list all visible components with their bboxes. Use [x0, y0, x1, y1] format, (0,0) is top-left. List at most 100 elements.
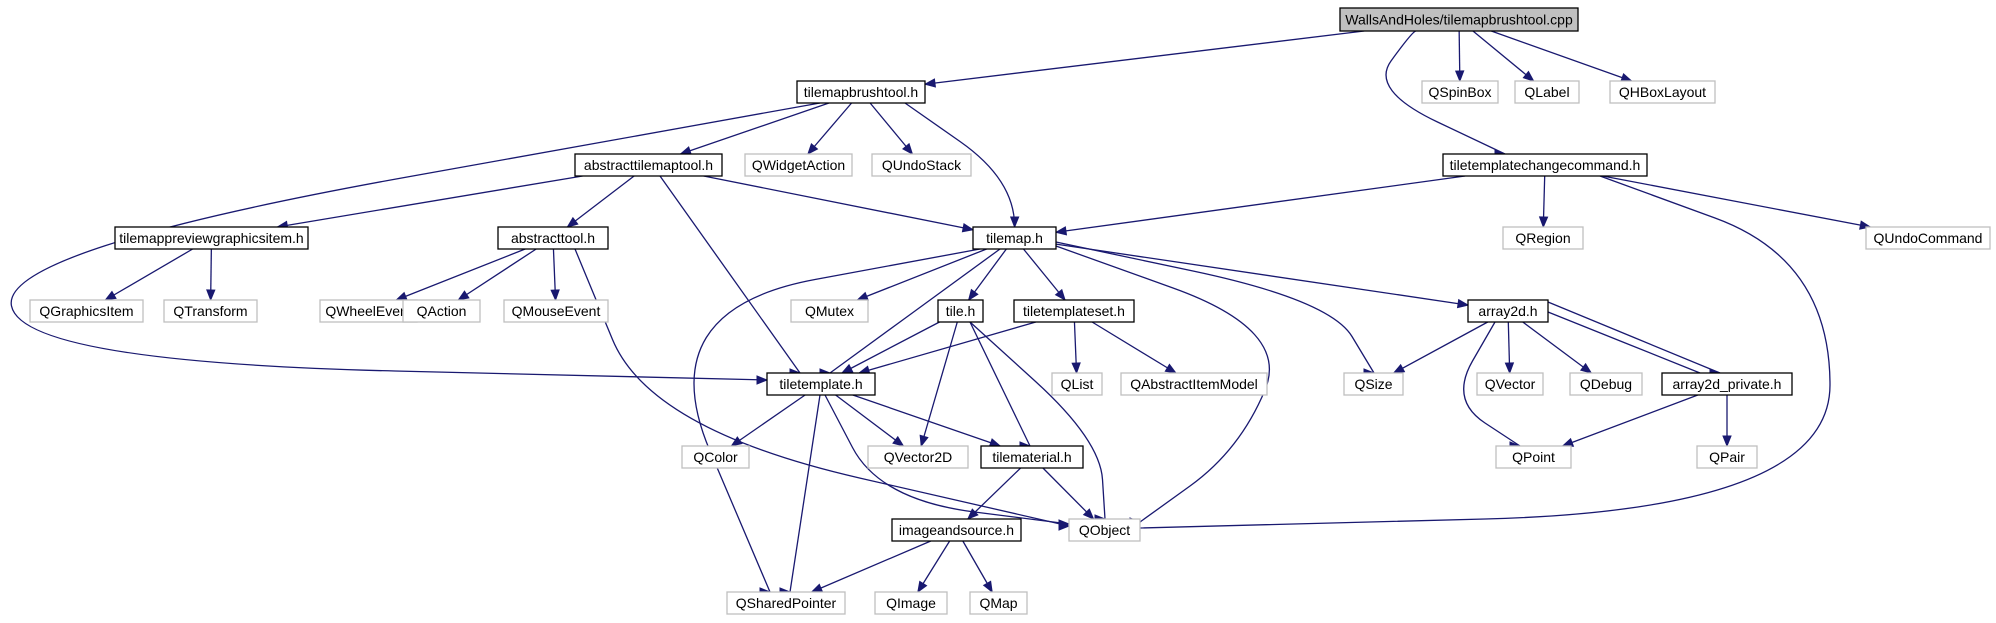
node-box [1068, 518, 1141, 542]
node-box [1051, 372, 1103, 396]
node-QRegion[interactable]: QRegion [1502, 226, 1584, 250]
node-QPair[interactable]: QPair [1696, 445, 1758, 469]
node-QLabel[interactable]: QLabel [1514, 80, 1580, 104]
node-box [114, 226, 309, 250]
edge-arrowhead [1620, 73, 1633, 82]
node-QWheelEvent[interactable]: QWheelEvent [319, 299, 418, 323]
node-label: tilematerial.h [992, 449, 1071, 465]
edge-line [852, 394, 1001, 447]
edge-line [789, 394, 821, 593]
node-label: array2d.h [1478, 303, 1537, 319]
node-box [1442, 153, 1648, 177]
node-array2d-h[interactable]: array2d.h [1467, 299, 1549, 323]
node-QAbstractItemModel[interactable]: QAbstractItemModel [1120, 372, 1268, 396]
node-abstracttilemaptool-h[interactable]: abstracttilemaptool.h [574, 153, 723, 177]
node-main[interactable]: WallsAndHoles/tilemapbrushtool.cpp [1339, 7, 1579, 32]
edge-tiletemplatechangecommand_h-to-QObject [1129, 175, 1831, 533]
edge-arrowhead [1071, 362, 1081, 375]
edge-tiletemplate_h-to-QColor [730, 394, 806, 447]
edge-main-to-QHBoxLayout [1491, 30, 1633, 82]
edge-arrowhead [395, 291, 408, 301]
node-label: QSize [1354, 376, 1392, 392]
node-QTransform[interactable]: QTransform [163, 299, 258, 323]
node-QMap[interactable]: QMap [969, 591, 1028, 615]
node-abstracttool-h[interactable]: abstracttool.h [497, 226, 609, 250]
node-tilemapbrushtool-h[interactable]: tilemapbrushtool.h [796, 80, 926, 104]
node-box [874, 591, 948, 615]
node-QObject[interactable]: QObject [1068, 518, 1141, 542]
node-label: tiletemplate.h [779, 376, 862, 392]
edge-arrowhead [1522, 70, 1535, 82]
node-tiletemplate-h[interactable]: tiletemplate.h [766, 372, 876, 396]
edge-line [680, 102, 830, 155]
edge-arrowhead [457, 290, 470, 301]
node-box [790, 299, 869, 323]
node-imageandsource-h[interactable]: imageandsource.h [891, 518, 1022, 542]
edge-line [703, 175, 974, 231]
edge-line [841, 321, 940, 374]
edge-tile_h-to-QVector2D [919, 321, 958, 448]
edge-tilemapbrushtool_h-to-abstracttilemaptool_h [679, 102, 830, 156]
node-label: QList [1061, 376, 1094, 392]
edge-array2d_private_h-to-QPoint [1561, 394, 1699, 447]
node-tiletemplatechangecommand-h[interactable]: tiletemplatechangecommand.h [1442, 153, 1648, 177]
edge-line [1022, 248, 1066, 301]
node-QAction[interactable]: QAction [402, 299, 481, 323]
node-QWidgetAction[interactable]: QWidgetAction [744, 153, 853, 177]
node-QSpinBox[interactable]: QSpinBox [1421, 80, 1499, 104]
node-QMouseEvent[interactable]: QMouseEvent [503, 299, 609, 323]
edge-line [1385, 30, 1506, 155]
node-QGraphicsItem[interactable]: QGraphicsItem [29, 299, 144, 323]
node-QVector[interactable]: QVector [1476, 372, 1544, 396]
node-box [1502, 226, 1584, 250]
edge-tile_h-to-tilematerial_h [969, 321, 1032, 451]
edge-arrowhead [1456, 298, 1470, 309]
edge-arrowhead [966, 508, 979, 520]
edge-arrowhead [967, 288, 979, 302]
node-array2d-private-h[interactable]: array2d_private.h [1661, 372, 1793, 396]
node-box [980, 445, 1084, 469]
edge-tile_h-to-tiletemplate_h [840, 321, 940, 374]
node-QUndoCommand[interactable]: QUndoCommand [1865, 226, 1991, 250]
edge-tiletemplatechangecommand_h-to-tilemap_h [1054, 175, 1466, 236]
node-QVector2D[interactable]: QVector2D [867, 445, 969, 469]
edge-line [1547, 301, 1721, 374]
edge-abstracttilemaptool_h-to-tiletemplate_h [659, 175, 802, 378]
node-QSharedPointer[interactable]: QSharedPointer [726, 591, 846, 615]
edge-arrowhead [104, 290, 117, 301]
edge-line [457, 248, 537, 301]
node-QList[interactable]: QList [1051, 372, 1103, 396]
node-label: QUndoStack [882, 157, 962, 173]
edge-tiletemplatechangecommand_h-to-QRegion [1538, 175, 1549, 229]
node-QMutex[interactable]: QMutex [790, 299, 869, 323]
node-box [29, 299, 144, 323]
edge-tiletemplate_h-to-QSharedPointer [779, 394, 821, 597]
node-QSize[interactable]: QSize [1343, 372, 1404, 396]
edge-line [920, 321, 958, 447]
edge-tilemapbrushtool_h-to-QUndoStack [869, 102, 914, 156]
node-tilemappreviewgraphicsitem-h[interactable]: tilemappreviewgraphicsitem.h [114, 226, 309, 250]
node-QHBoxLayout[interactable]: QHBoxLayout [1609, 80, 1716, 104]
node-label: abstracttilemaptool.h [584, 157, 713, 173]
node-tile-h[interactable]: tile.h [937, 299, 984, 323]
edge-arrowhead [1538, 216, 1549, 229]
edge-tilemapbrushtool_h-to-tiletemplate_h [10, 102, 821, 385]
edge-tilemap_h-to-tile_h [967, 248, 1007, 302]
node-QUndoStack[interactable]: QUndoStack [871, 153, 972, 177]
node-QImage[interactable]: QImage [874, 591, 948, 615]
node-tilemap-h[interactable]: tilemap.h [972, 226, 1057, 250]
node-tilematerial-h[interactable]: tilematerial.h [980, 445, 1084, 469]
edge-arrowhead [1392, 363, 1406, 374]
edge-array2d_h-to-QDebug [1522, 321, 1593, 374]
node-tiletemplateset-h[interactable]: tiletemplateset.h [1013, 299, 1135, 323]
node-QPoint[interactable]: QPoint [1495, 445, 1572, 469]
edge-array2d_h-to-QVector [1504, 321, 1515, 375]
node-label: QAbstractItemModel [1130, 376, 1258, 392]
node-QColor[interactable]: QColor [681, 445, 750, 469]
edge-tiletemplate_h-to-QVector2D [835, 394, 905, 447]
node-QDebug[interactable]: QDebug [1569, 372, 1643, 396]
node-box [163, 299, 258, 323]
edge-tiletemplateset_h-to-QAbstractItemModel [1091, 321, 1178, 374]
edge-arrowhead [1054, 226, 1068, 236]
edge-tilemapbrushtool_h-to-tilemap_h [904, 102, 1020, 229]
